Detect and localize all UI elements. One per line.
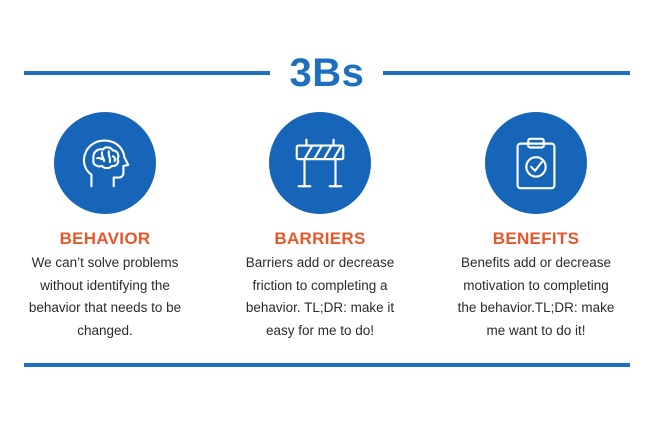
benefits-line: motivation to completing [463,277,609,293]
barriers-column: BARRIERS Barriers add or decrease fricti… [227,112,413,342]
behavior-icon-circle [54,112,156,214]
barriers-icon-circle [269,112,371,214]
barriers-line: easy for me to do! [265,322,375,338]
benefits-heading: BENEFITS [492,229,580,248]
clipboard-check-icon [516,137,556,190]
behavior-line: behavior that needs to be [28,300,182,315]
barrier-icon [295,138,345,188]
benefits-line: the behavior.TL;DR: make [457,300,615,315]
behavior-line: changed. [77,322,133,338]
behavior-line: We can’t solve problems [31,255,179,270]
benefits-line: Benefits add or decrease [460,255,612,270]
top-rule-left [24,71,270,75]
head-brain-icon [82,139,130,188]
benefits-line: me want to do it! [486,322,586,338]
top-rule-right [383,71,630,75]
benefits-icon-circle [485,112,587,214]
benefits-description: Benefits add or decrease motivation to c… [443,252,629,342]
behavior-description: We can’t solve problems without identify… [12,252,198,342]
page-title: 3Bs [289,51,365,95]
bottom-rule [24,363,630,367]
barriers-line: behavior. TL;DR: make it [245,300,395,315]
behavior-column: BEHAVIOR We can’t solve problems without… [12,112,198,342]
benefits-column: BENEFITS Benefits add or decrease motiva… [443,112,629,342]
barriers-line: Barriers add or decrease [245,255,395,270]
behavior-line: without identifying the [40,277,170,293]
barriers-description: Barriers add or decrease friction to com… [227,252,413,342]
barriers-heading: BARRIERS [274,229,366,248]
behavior-heading: BEHAVIOR [59,229,151,248]
barriers-line: friction to completing a [252,277,388,293]
